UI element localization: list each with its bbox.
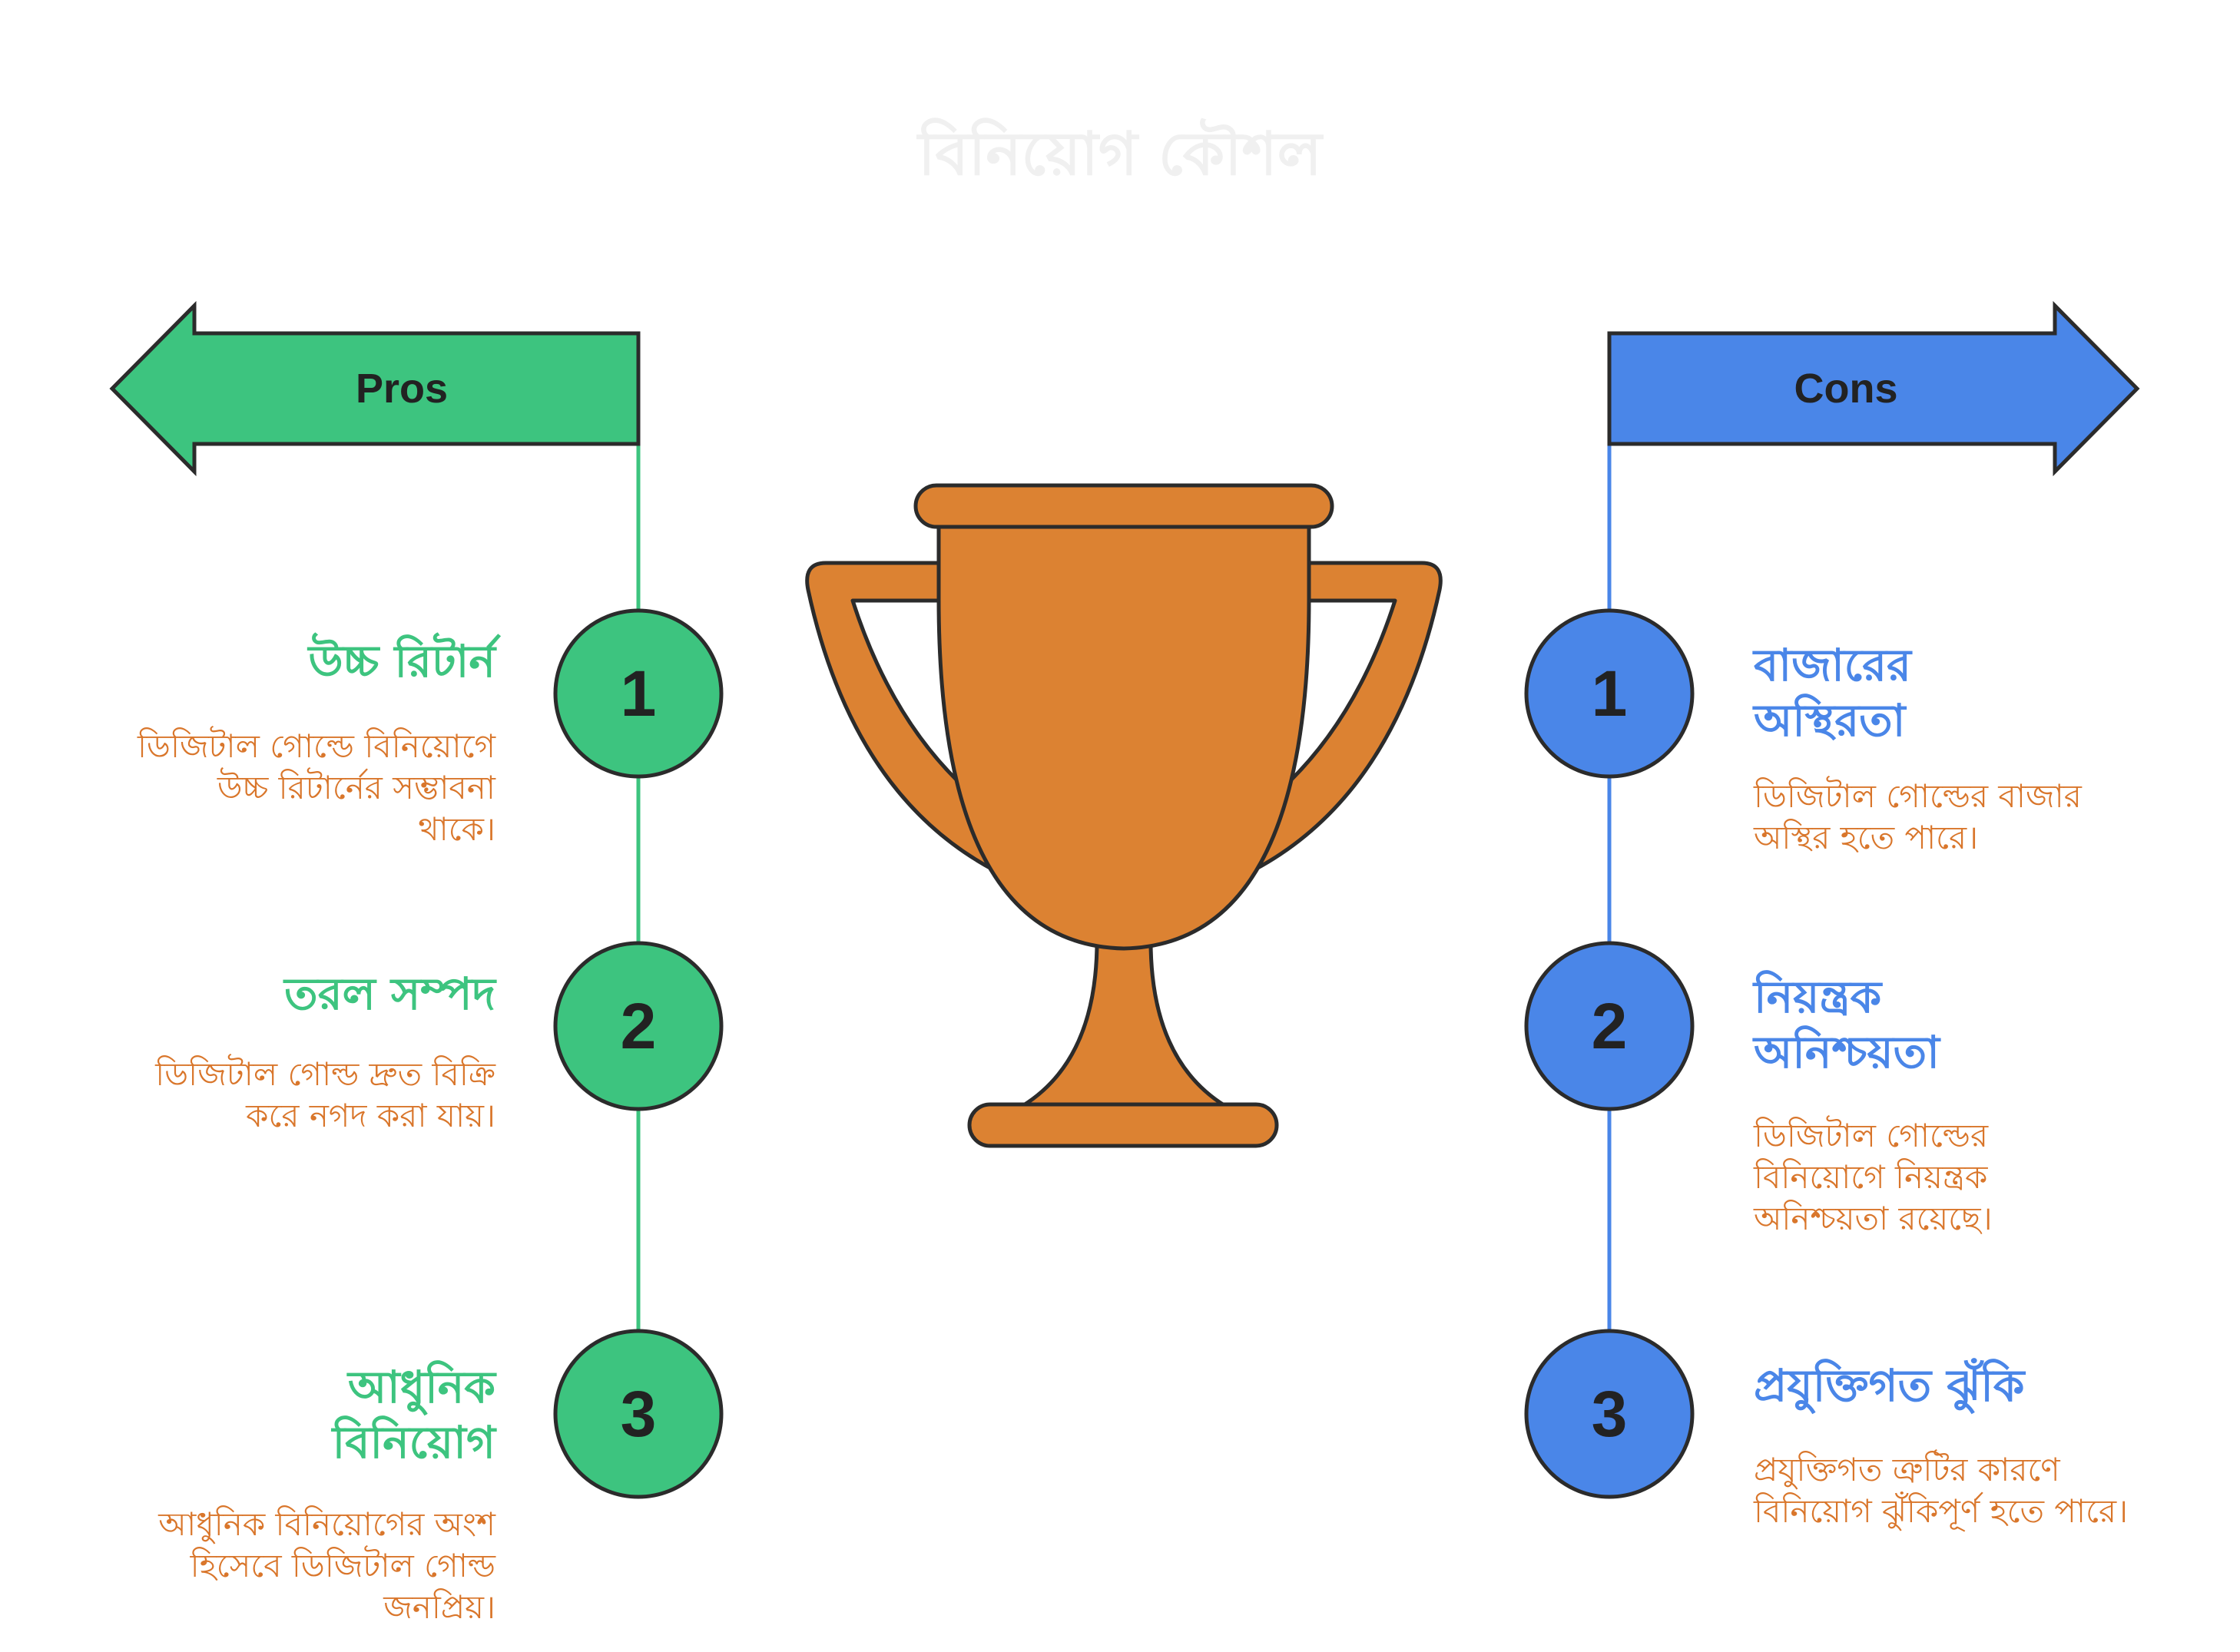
pros-item-1-title: উচ্চ রিটার্ন <box>308 635 495 687</box>
cons-circle-1 <box>1524 608 1695 779</box>
trophy-rim <box>913 483 1334 529</box>
cons-item-2-description: ডিজিটাল গোল্ডের বিনিয়োগে নিয়ন্ত্রক অনি… <box>1754 1117 1993 1237</box>
cons-label: Cons <box>1794 366 1898 412</box>
pros-circle-2 <box>553 941 724 1111</box>
cons-circle-2 <box>1524 941 1695 1111</box>
pros-arrow <box>109 300 641 477</box>
trophy-base <box>967 1102 1279 1148</box>
trophy-stem <box>1020 939 1228 1108</box>
pros-number-1: 1 <box>620 657 657 730</box>
cons-circle-3 <box>1524 1329 1695 1499</box>
cons-item-3-title: প্রযুক্তিগত ঝুঁকি <box>1754 1359 2025 1412</box>
trophy-cup <box>936 522 1311 951</box>
diagram-title: বিনিয়োগ কৌশল <box>918 120 1322 189</box>
pros-item-3-description: আধুনিক বিনিয়োগের অংশ হিসেবে ডিজিটাল গোল… <box>158 1505 495 1626</box>
cons-number-1: 1 <box>1591 657 1628 730</box>
cons-item-1-title: বাজারের অস্থিরতা <box>1754 639 1911 747</box>
pros-circle-3 <box>553 1329 724 1499</box>
trophy-icon <box>805 483 1443 1148</box>
pros-item-2-title: তরল সম্পদ <box>284 968 495 1020</box>
pros-item-1-description: ডিজিটাল গোল্ডে বিনিয়োগে উচ্চ রিটার্নের … <box>138 727 495 848</box>
pros-number-3: 3 <box>620 1378 657 1450</box>
pros-label: Pros <box>355 366 449 412</box>
pros-item-2-description: ডিজিটাল গোল্ড দ্রুত বিক্রি করে নগদ করা য… <box>155 1055 495 1134</box>
cons-number-2: 2 <box>1591 990 1628 1062</box>
cons-item-3-description: প্রযুক্তিগত ত্রুটির কারণে বিনিয়োগ ঝুঁকি… <box>1754 1451 2129 1530</box>
cons-item-2-title: নিয়ন্ত্রক অনিশ্চয়তা <box>1754 971 1940 1078</box>
cons-arrow <box>1607 300 2140 477</box>
pros-circle-1 <box>553 608 724 779</box>
cons-item-1-description: ডিজিটাল গোল্ডের বাজার অস্থির হতে পারে। <box>1754 777 2082 856</box>
pros-number-2: 2 <box>620 990 657 1062</box>
cons-number-3: 3 <box>1591 1378 1628 1450</box>
pros-item-3-title: আধুনিক বিনিয়োগ <box>332 1361 495 1468</box>
